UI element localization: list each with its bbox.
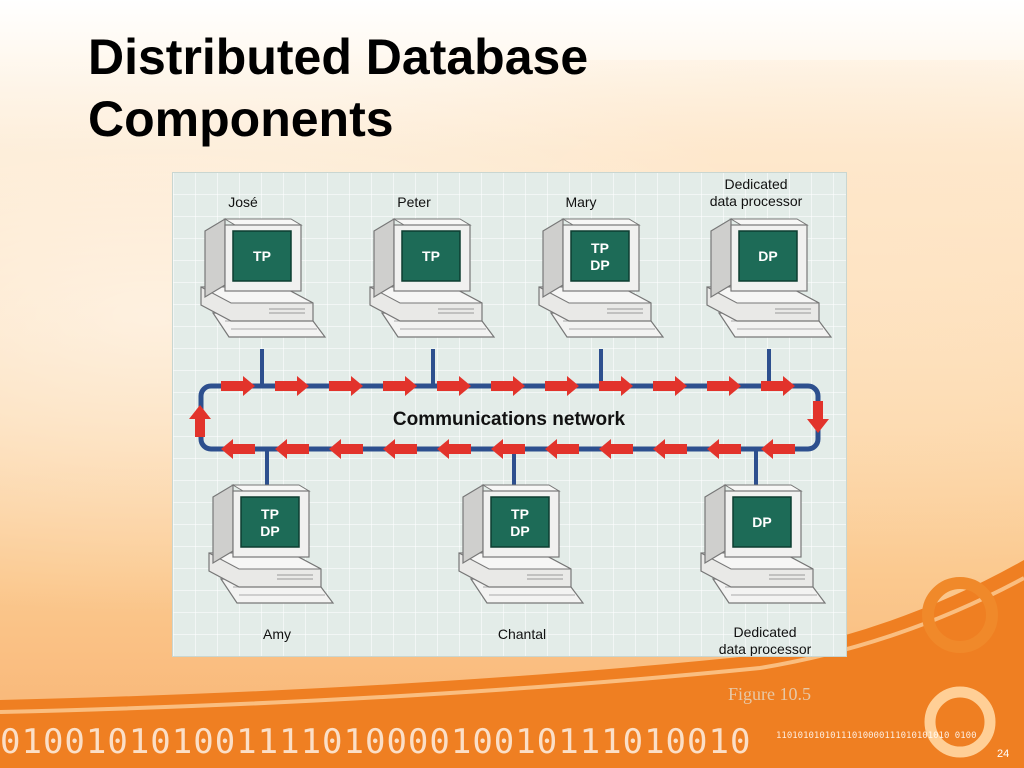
arrow-right-down xyxy=(807,401,829,433)
binary-decoration: 01001010100111101000010010111010010 xyxy=(0,722,752,762)
node-label-dedicated-bottom-1: Dedicated xyxy=(733,624,796,640)
computer-dedicated-top: DP xyxy=(706,218,832,338)
node-label-dedicated-bottom-2: data processor xyxy=(719,641,812,656)
computer-chantal: TP DP xyxy=(458,484,584,604)
computer-amy: TP DP xyxy=(208,484,334,604)
title-line-1: Distributed Database xyxy=(88,29,589,85)
screen-label: TP xyxy=(422,248,440,264)
node-label-peter: Peter xyxy=(397,194,431,210)
screen-label: DP xyxy=(758,248,777,264)
network-label: Communications network xyxy=(393,409,626,430)
screen-label-top: TP xyxy=(591,240,609,256)
node-label-chantal: Chantal xyxy=(498,626,546,642)
computer-jose: TP xyxy=(200,218,326,338)
screen-label: TP xyxy=(253,248,271,264)
node-label-dedicated-top-1: Dedicated xyxy=(724,176,787,192)
slide-title: Distributed Database Components xyxy=(88,26,588,150)
title-line-2: Components xyxy=(88,91,394,147)
page-number: 24 xyxy=(997,748,1010,760)
network-connectors xyxy=(260,349,771,485)
screen-label-top: TP xyxy=(511,506,529,522)
node-label-dedicated-top-2: data processor xyxy=(710,193,803,209)
computer-mary: TP DP xyxy=(538,218,664,338)
arrows-bottom xyxy=(221,439,795,459)
screen-label-bottom: DP xyxy=(590,257,609,273)
screen-label-top: TP xyxy=(261,506,279,522)
screen-label-bottom: DP xyxy=(260,523,279,539)
figure-caption: Figure 10.5 xyxy=(728,684,811,704)
diagram-canvas: Communications network TP TP TP DP DP Jo… xyxy=(189,176,832,656)
screen-label: DP xyxy=(752,514,771,530)
network-diagram: Communications network TP TP TP DP DP Jo… xyxy=(172,172,847,657)
screen-label-bottom: DP xyxy=(510,523,529,539)
computer-peter: TP xyxy=(369,218,495,338)
node-label-amy: Amy xyxy=(263,626,291,642)
arrows-top xyxy=(221,376,795,396)
binary-decoration-small: 11010101010111010000111010101010 0100 xyxy=(776,731,977,741)
computer-dedicated-bottom: DP xyxy=(700,484,826,604)
ring-decoration-bottom xyxy=(924,686,996,758)
node-label-jose: José xyxy=(228,194,258,210)
node-label-mary: Mary xyxy=(565,194,596,210)
arrow-left-up xyxy=(189,405,211,437)
